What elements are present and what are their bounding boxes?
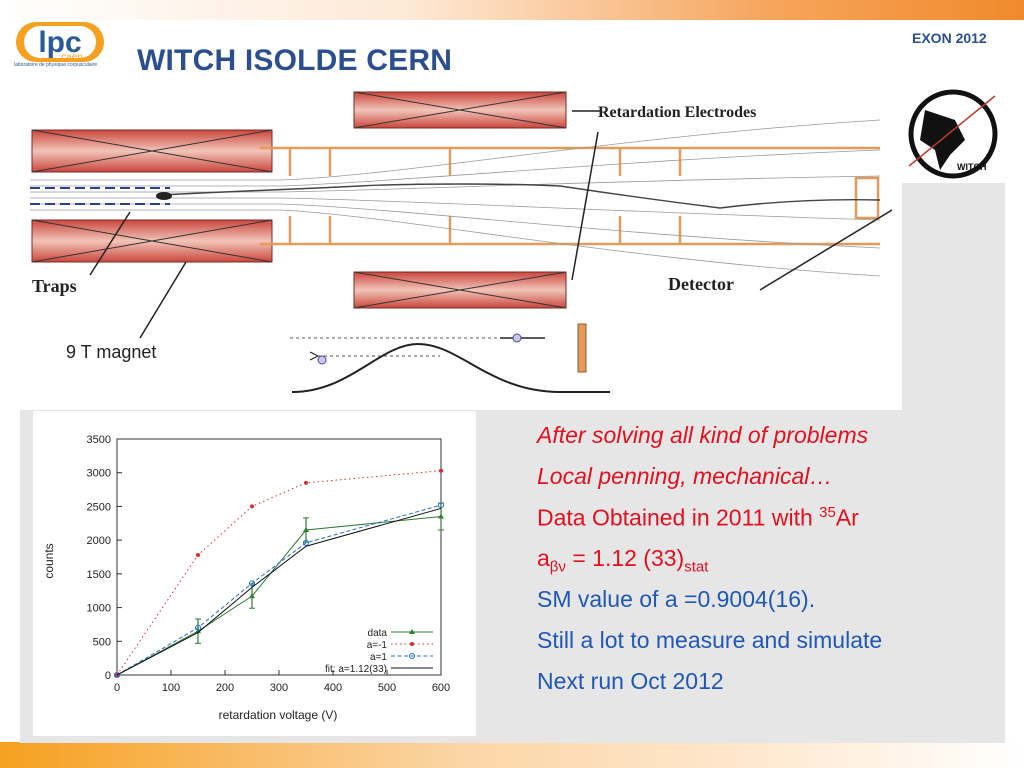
magnet-label: 9 T magnet	[66, 342, 156, 362]
witch-logo-text: WITCH	[957, 162, 987, 172]
model-point	[438, 502, 444, 509]
model-point	[114, 672, 120, 678]
bullet-problems-solved: After solving all kind of problems	[537, 422, 869, 448]
logo-subtext: caen	[61, 52, 83, 63]
top-gradient-bar	[0, 0, 1024, 20]
detector-label: Detector	[668, 274, 734, 294]
legend-marker	[409, 629, 415, 634]
y-tick-label: 0	[105, 670, 111, 682]
series-line-1	[116, 516, 442, 676]
y-axis-label: counts	[42, 543, 56, 578]
isotope-element: Ar	[835, 504, 859, 531]
legend-label: fit: a=1.12(33)	[325, 664, 387, 675]
bullet-next-run: Next run Oct 2012	[537, 668, 724, 694]
energy-filter-schematic	[290, 323, 610, 393]
legend-label: a=-1	[367, 640, 388, 651]
legend-label: a=1	[370, 652, 387, 663]
model-point	[303, 539, 309, 546]
y-tick-label: 500	[93, 636, 111, 648]
model-point	[196, 552, 200, 557]
witch-logo: WITCH	[895, 80, 1005, 183]
x-tick-label: 600	[432, 682, 450, 694]
bullet-sm-value: SM value of a =0.9004(16).	[537, 586, 816, 612]
y-tick-label: 2500	[87, 501, 111, 513]
slide-title: WITCH ISOLDE CERN	[137, 44, 453, 77]
x-tick-label: 0	[114, 682, 120, 694]
magnet-coil-left-top	[31, 129, 273, 173]
penning-traps	[30, 187, 172, 205]
plot-frame	[116, 438, 442, 676]
x-tick-label: 400	[324, 682, 342, 694]
data-point	[249, 593, 255, 599]
series-line-3	[116, 504, 442, 676]
bullet-still-to-measure: Still a lot to measure and simulate	[537, 627, 883, 653]
lpc-caen-logo: lpc caen	[16, 22, 104, 63]
x-tick-label: 200	[216, 682, 234, 694]
y-tick-label: 1000	[87, 603, 111, 615]
correlation-value: = 1.12 (33)	[565, 545, 685, 571]
model-point	[195, 624, 201, 631]
legend-label: data	[368, 628, 388, 639]
y-tick-label: 2000	[87, 535, 111, 547]
correlation-symbol: a	[537, 545, 550, 571]
y-tick-label: 1500	[87, 569, 111, 581]
retardation-electrodes-label: Retardation Electrodes	[598, 104, 756, 121]
correlation-subscript: βν	[549, 558, 566, 576]
bullet-data-text: Data Obtained in 2011 with	[537, 504, 820, 531]
bullet-data-2011: Data Obtained in 2011 with 35Ar	[537, 504, 859, 532]
x-tick-label: 300	[270, 682, 288, 694]
traps-label: Traps	[32, 276, 77, 296]
bottom-gradient-bar	[0, 742, 1024, 768]
ion-trajectory	[159, 183, 881, 209]
correlation-stat-label: stat	[684, 558, 709, 576]
isotope-mass-number: 35	[819, 504, 836, 521]
bullet-correlation-result: aβν = 1.12 (33)stat	[537, 545, 708, 576]
retardation-electrodes	[260, 146, 880, 246]
x-axis-label: retardation voltage (V)	[219, 708, 338, 722]
y-tick-label: 3500	[87, 434, 111, 446]
magnet-coil-right-bottom	[353, 271, 567, 309]
y-tick-label: 3000	[87, 468, 111, 480]
witch-setup-diagram: Retardation Electrodes Traps 9 T magnet …	[20, 80, 902, 410]
data-point	[303, 527, 309, 533]
model-point	[439, 468, 443, 473]
counts-plot-panel: 0 100 200 300 400 500 600 0 500 1000 1500 2000 2500 3…	[33, 411, 476, 736]
legend-marker	[410, 642, 414, 646]
logo-text: lpc	[38, 26, 81, 59]
model-point	[304, 480, 308, 485]
label-arrows	[89, 110, 893, 339]
conference-label: EXON 2012	[912, 30, 987, 46]
logo-tagline: laboratoire de physique corpusculaire	[14, 62, 98, 68]
legend-marker	[409, 653, 415, 659]
magnet-coil-left-bottom	[31, 219, 273, 263]
data-point	[438, 513, 444, 519]
bullet-local-penning: Local penning, mechanical…	[537, 463, 833, 489]
model-point	[250, 504, 254, 509]
series-line-4	[116, 507, 442, 676]
x-tick-label: 100	[162, 682, 180, 694]
magnet-coil-right-top	[353, 91, 567, 129]
x-tick-label: 500	[378, 682, 396, 694]
counts-vs-voltage-chart: 0 100 200 300 400 500 600 0 500 1000 1500 2000 2500 3…	[42, 434, 450, 722]
model-point	[249, 580, 255, 587]
